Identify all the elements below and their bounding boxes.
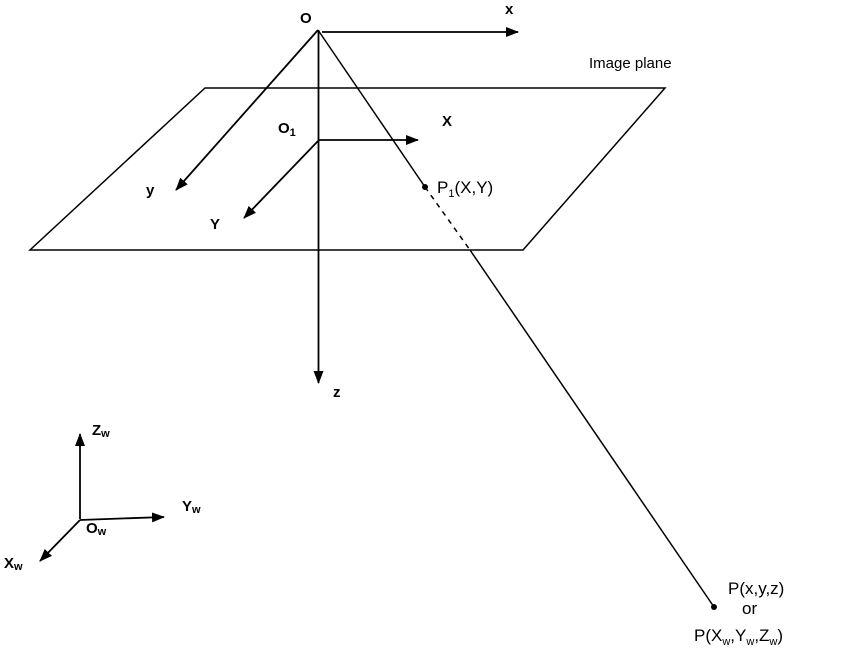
image-plane-outline: [28, 87, 667, 251]
label-zw-sub: w: [100, 428, 110, 440]
label-xw-axis: Xw: [4, 555, 23, 573]
label-p-world-s2: w: [745, 636, 754, 648]
label-x-axis: x: [505, 1, 514, 18]
label-yw-axis: Yw: [182, 498, 201, 516]
label-image-origin: O1: [278, 120, 296, 139]
point-p-dot: [711, 604, 717, 610]
label-p1-base: P: [437, 178, 448, 197]
label-p1-rest: (X,Y): [454, 178, 493, 197]
label-y-axis: y: [146, 182, 155, 199]
label-zw-axis: Zw: [92, 422, 110, 440]
label-yw-base: Y: [182, 498, 192, 515]
label-p1-sub: 1: [448, 188, 454, 200]
label-ow-base: O: [86, 520, 98, 537]
label-image-plane: Image plane: [589, 55, 672, 72]
yw-axis-line: [79, 512, 165, 523]
y-axis-line: [175, 29, 319, 191]
projection-ray-upper: [317, 29, 426, 188]
label-ow-sub: w: [97, 526, 107, 538]
label-world-origin: Ow: [86, 520, 107, 538]
label-xw-base: X: [4, 555, 14, 572]
projection-ray-lower: [469, 249, 715, 608]
label-zw-base: Z: [92, 422, 101, 439]
Y-image-axis-line: [243, 140, 319, 219]
label-X-image-axis: X: [442, 113, 452, 130]
label-image-origin-base: O: [278, 120, 290, 137]
label-p-world-s3: w: [768, 636, 777, 648]
label-projected-point-p1: P1(X,Y): [437, 178, 493, 200]
projection-ray-dashed: [424, 186, 471, 251]
label-xw-sub: w: [13, 561, 23, 573]
label-Y-image-axis: Y: [210, 216, 220, 233]
label-p-world-t3: ,Z: [754, 626, 769, 645]
label-p-world-t2: ,Y: [730, 626, 746, 645]
label-z-axis: z: [333, 384, 341, 401]
label-point-p-world-coords: P(Xw,Yw,Zw): [694, 626, 783, 648]
label-p-world-t4: ): [777, 626, 783, 645]
label-point-p-camera-coords: P(x,y,z): [728, 579, 784, 598]
label-p-world-t1: P(X: [694, 626, 722, 645]
label-p-world-s1: w: [721, 636, 730, 648]
label-or: or: [742, 599, 757, 618]
label-yw-sub: w: [191, 504, 201, 516]
label-camera-origin: O: [300, 10, 312, 27]
point-p1-dot: [422, 184, 428, 190]
label-image-origin-sub: 1: [290, 127, 296, 139]
xw-axis-line: [39, 519, 81, 562]
